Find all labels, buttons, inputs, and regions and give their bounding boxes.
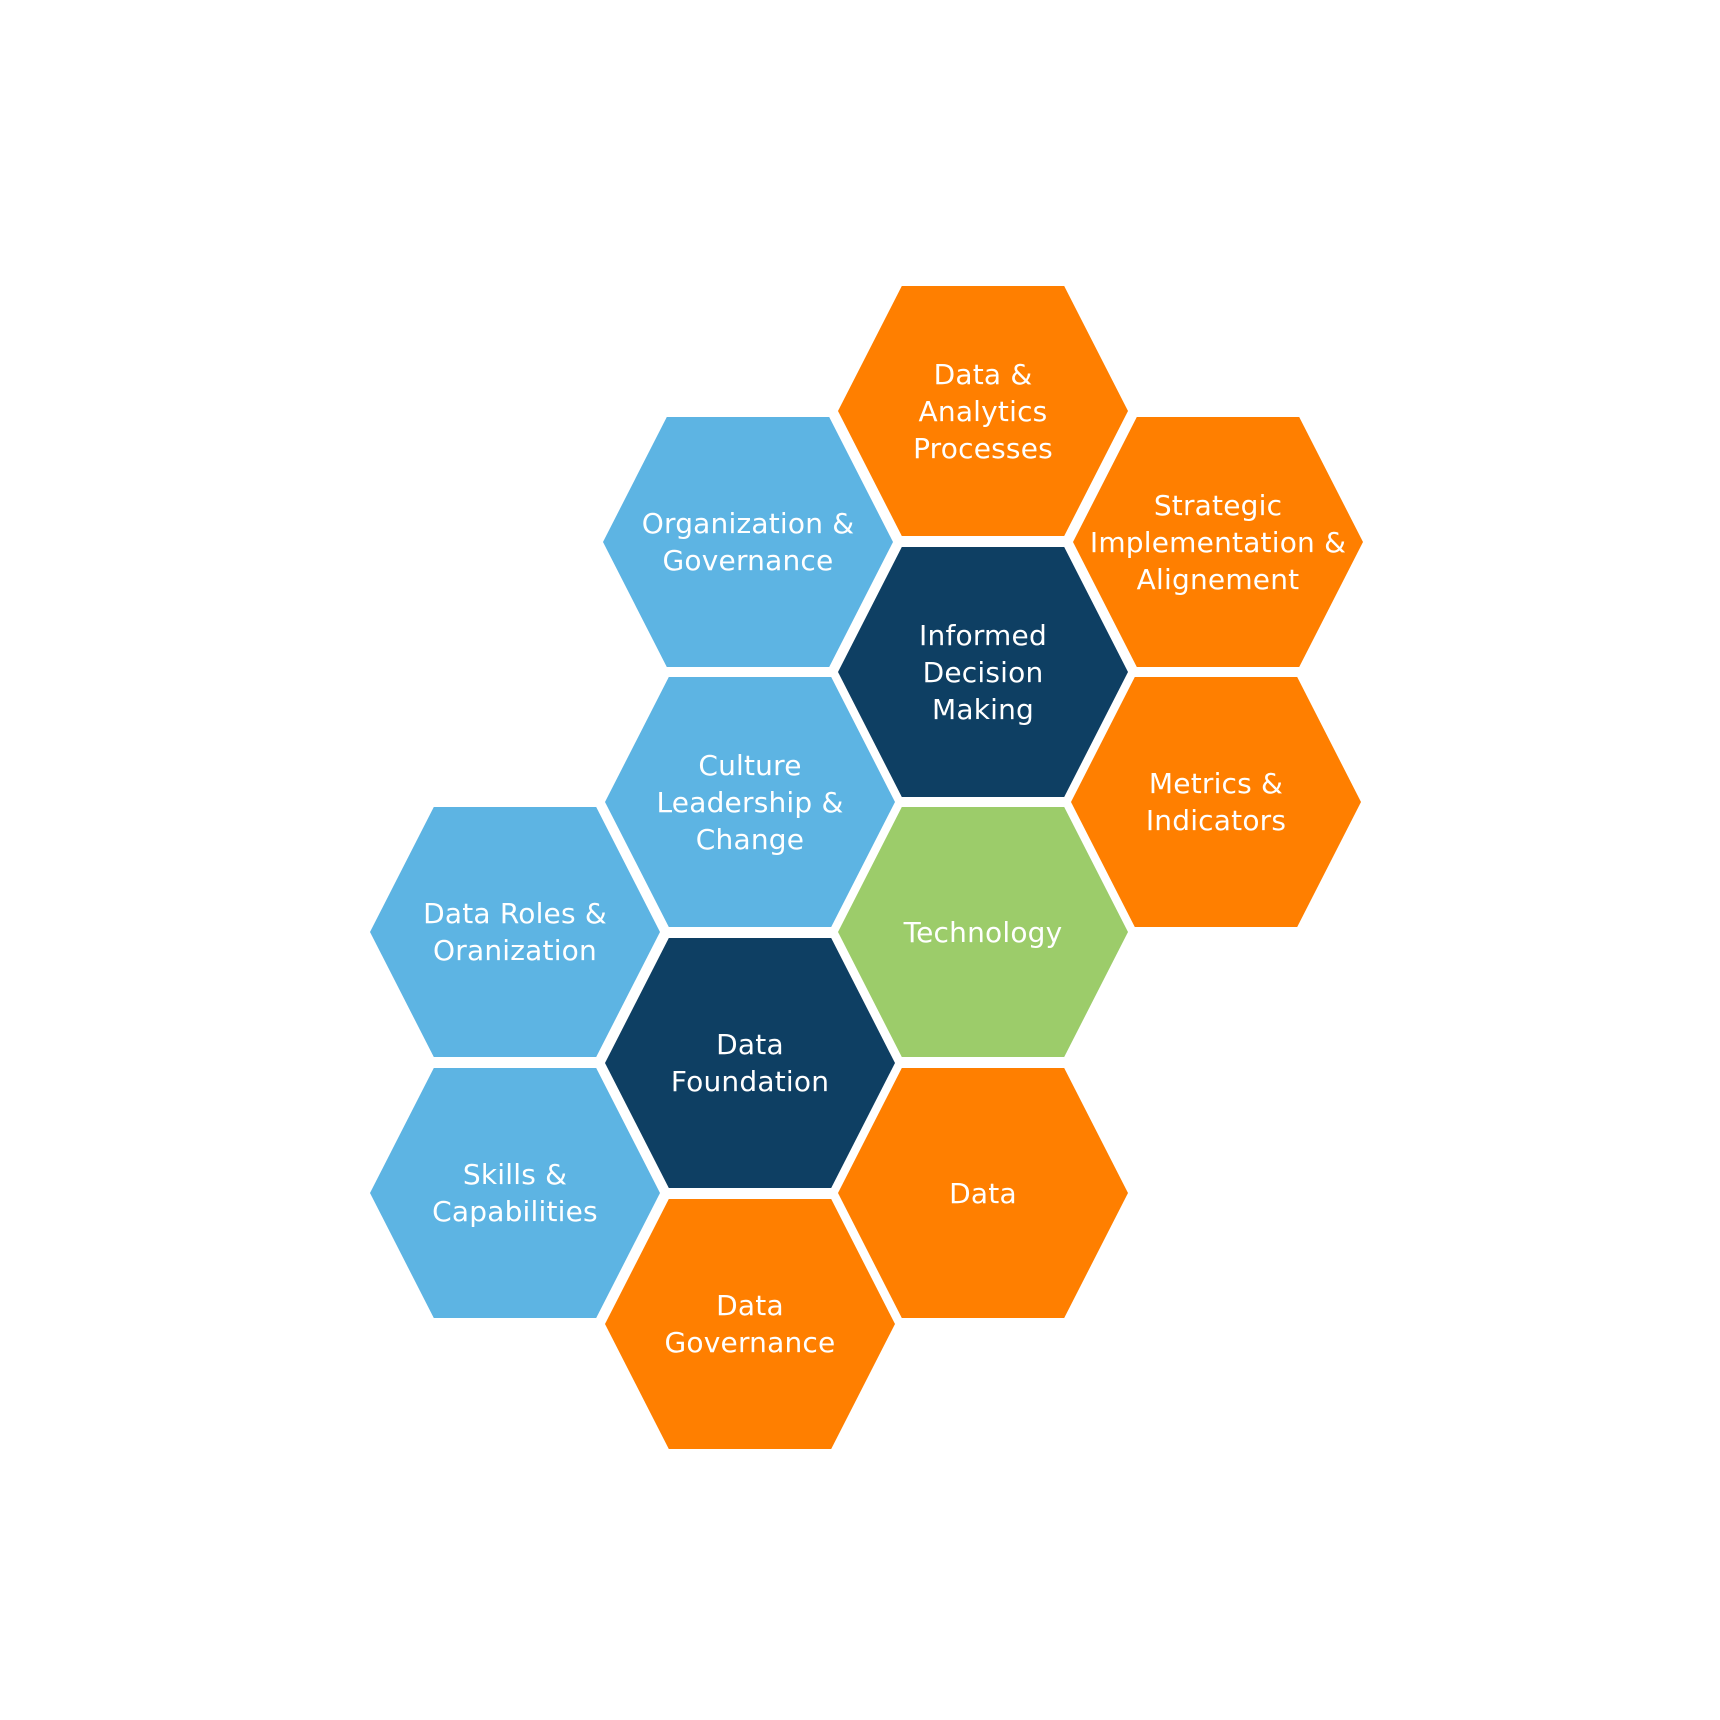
hexagon-label-line: Technology xyxy=(903,915,1063,949)
hexagon-label-line: Governance xyxy=(664,1326,836,1359)
hexagon-label-line: Oranization xyxy=(433,934,597,967)
hexagon-label-line: Indicators xyxy=(1145,804,1287,837)
hexagon-label-line: Culture xyxy=(698,748,802,782)
hexagon-label-line: Data xyxy=(716,1289,784,1322)
hexagon-label-line: Organization & xyxy=(641,507,855,540)
hexagon-shape xyxy=(370,1068,660,1318)
hexagon-shape xyxy=(370,807,660,1057)
hexagon-label-line: Implementation & xyxy=(1089,525,1347,559)
hexagon-label: Organization & Governance xyxy=(642,417,854,667)
hexagon-label-line: Decision xyxy=(922,655,1044,689)
hexagon-label-line: Processes xyxy=(913,431,1053,465)
hexagon-shape xyxy=(1073,417,1363,667)
hexagon-label-line: Alignement xyxy=(1136,562,1300,596)
hexagon-label-line: Skills & xyxy=(462,1158,568,1191)
hexagon-label: Skills & Capabilities xyxy=(422,1068,608,1318)
hexagon-label-line: Making xyxy=(931,692,1035,726)
hexagon-shape xyxy=(605,1199,895,1449)
hexagon-label-line: Data xyxy=(949,1176,1017,1210)
hexagon-organization-governance: Organization & Governance xyxy=(603,417,893,667)
hexagon-shape xyxy=(838,286,1128,536)
hexagon-label-line: Analytics xyxy=(918,394,1048,428)
hexagon-label-line: Informed xyxy=(919,618,1047,652)
hexagon-shape xyxy=(1071,677,1361,927)
hexagon-shape xyxy=(838,807,1128,1057)
hexagon-data: Data xyxy=(838,1068,1128,1318)
hexagon-shape xyxy=(603,417,893,667)
hexagon-label: Data xyxy=(890,1068,1076,1318)
hexagon-label-line: Data xyxy=(716,1028,784,1061)
hexagon-label: Data Roles & Oranization xyxy=(422,807,608,1057)
hexagon-label-line: Metrics & xyxy=(1148,767,1284,800)
hexagon-shape xyxy=(605,938,895,1188)
hexagon-shape xyxy=(838,1068,1128,1318)
hexagon-label: Technology xyxy=(890,807,1076,1057)
hexagon-label: Metrics & Indicators xyxy=(1123,677,1309,927)
hexagon-label-line: Governance xyxy=(662,544,834,577)
hexagon-label-line: Data Roles & xyxy=(423,897,607,930)
hexagon-label-line: Leadership & xyxy=(656,785,844,819)
hexagon-label-line: Capabilities xyxy=(432,1195,598,1228)
hexagon-label-line: Change xyxy=(695,822,805,856)
hexagon-data-roles-oranization: Data Roles & Oranization xyxy=(370,807,660,1057)
hexagon-label-line: Data & xyxy=(933,357,1033,391)
hexagon-label-line: Strategic xyxy=(1153,488,1283,522)
hexagon-skills-capabilities: Skills & Capabilities xyxy=(370,1068,660,1318)
hexagon-shape xyxy=(838,547,1128,797)
hexagon-label-line: Foundation xyxy=(670,1065,830,1098)
hexagon-shape xyxy=(605,677,895,927)
hexagon-metrics-indicators: Metrics & Indicators xyxy=(1071,677,1361,927)
hexagon-technology: Technology xyxy=(838,807,1128,1057)
